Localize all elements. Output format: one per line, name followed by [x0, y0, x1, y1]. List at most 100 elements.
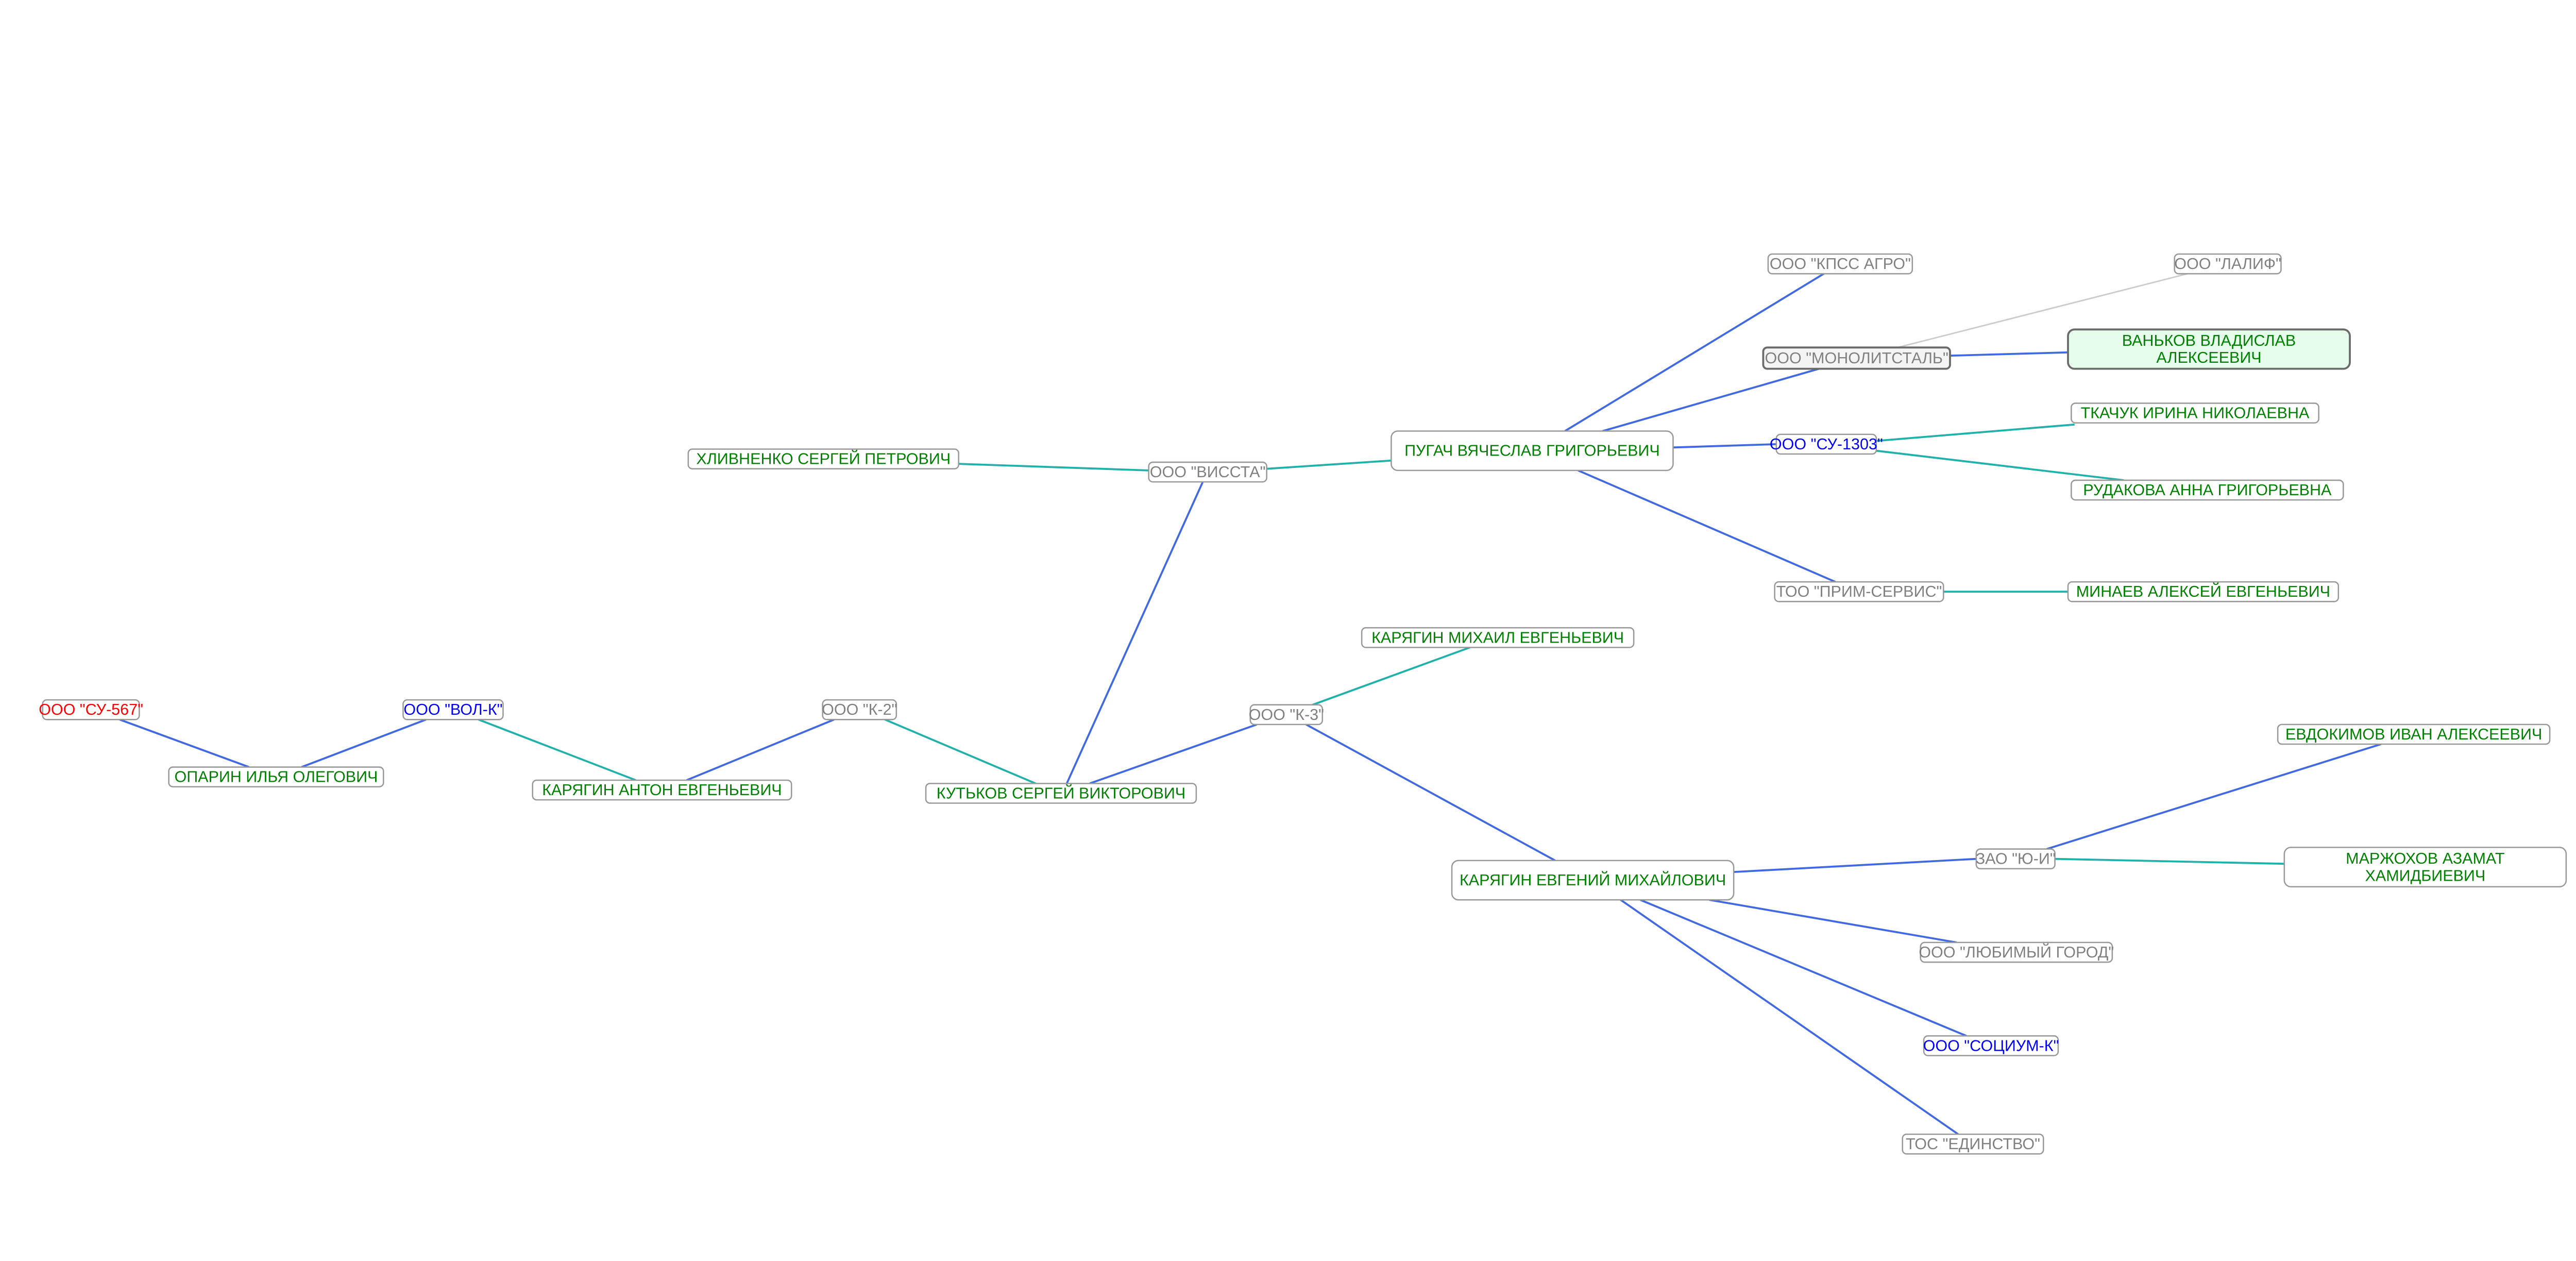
edge-evgeny-yui — [1734, 858, 1976, 873]
node-oparin[interactable]: ОПАРИН ИЛЬЯ ОЛЕГОВИЧ — [168, 766, 384, 787]
edge-yui-marzhokhov — [2055, 858, 2284, 865]
edge-evgeny-lyubimy — [1709, 899, 1957, 944]
edge-yui-evdokimov — [2046, 743, 2382, 850]
node-prim[interactable]: ТОО "ПРИМ-СЕРВИС" — [1774, 581, 1944, 602]
node-box — [2174, 253, 2282, 275]
node-label: РУДАКОВА АННА ГРИГОРЬЕВНА — [2083, 481, 2332, 499]
edge-k3-mikhail — [1312, 646, 1470, 706]
edge-k3-kutkov — [1089, 724, 1258, 785]
edge-monolit-vankov — [1950, 351, 2069, 357]
node-lyubimy[interactable]: ООО "ЛЮБИМЫЙ ГОРОД" — [1919, 941, 2114, 963]
node-box — [1902, 1133, 2044, 1155]
edge-k3-evgeny — [1306, 724, 1556, 862]
node-box — [925, 783, 1197, 804]
node-su567[interactable]: ООО "СУ-567" — [39, 699, 143, 720]
node-vissta[interactable]: ООО "ВИССТА" — [1148, 461, 1267, 483]
node-box — [1762, 346, 1951, 370]
node-box — [822, 699, 897, 720]
edge-vissta-kutkov — [1065, 481, 1204, 784]
node-label: ОПАРИН ИЛЬЯ ОЛЕГОВИЧ — [174, 768, 378, 786]
node-hlivnenko[interactable]: ХЛИВНЕНКО СЕРГЕЙ ПЕТРОВИЧ — [687, 448, 959, 469]
relationship-graph[interactable]: ООО "КПСС АГРО" ООО "ЛАЛИФ" ООО "МОНОЛИТСТ… — [0, 0, 2576, 1159]
edge-k2-kutkov — [884, 718, 1036, 785]
node-label: ЗАО "Ю-И" — [1976, 850, 2056, 868]
node-box — [1975, 848, 2056, 870]
node-k2[interactable]: ООО "К-2" — [822, 699, 897, 720]
node-kpss[interactable]: ООО "КПСС АГРО" — [1767, 253, 1913, 275]
node-evgeny[interactable]: КАРЯГИН ЕВГЕНИЙ МИХАЙЛОВИЧ — [1451, 860, 1735, 901]
edge-pugach-kpss — [1564, 273, 1825, 432]
edge-monolit-lalif — [1897, 273, 2188, 348]
node-label: ООО "К-3" — [1249, 706, 1324, 724]
edge-k2-anton — [686, 718, 835, 781]
node-lalif[interactable]: ООО "ЛАЛИФ" — [2174, 253, 2282, 275]
node-label: КАРЯГИН ЕВГЕНИЙ МИХАЙЛОВИЧ — [1460, 870, 1726, 889]
node-label: ООО "СУ-1303" — [1770, 435, 1883, 453]
node-box — [2071, 479, 2344, 501]
edge-su1303-tkachuk — [1876, 423, 2075, 442]
node-box — [1923, 1035, 2059, 1056]
node-label: ООО "К-2" — [822, 701, 897, 718]
node-box — [1148, 461, 1267, 483]
node-su1303[interactable]: ООО "СУ-1303" — [1770, 433, 1883, 455]
edge-pugach-monolit — [1602, 367, 1820, 432]
node-rudakova[interactable]: РУДАКОВА АННА ГРИГОРЬЕВНА — [2071, 479, 2344, 501]
node-label: КАРЯГИН МИХАИЛ ЕВГЕНЬЕВИЧ — [1371, 629, 1624, 646]
node-box — [1391, 430, 1674, 472]
node-volk[interactable]: ООО "ВОЛ-К" — [402, 699, 504, 720]
node-label: ВАНЬКОВ ВЛАДИСЛАВ — [2122, 332, 2296, 349]
node-pugach[interactable]: ПУГАЧ ВЯЧЕСЛАВ ГРИГОРЬЕВИЧ — [1391, 430, 1674, 472]
node-box — [1767, 253, 1913, 275]
node-minaev[interactable]: МИНАЕВ АЛЕКСЕЙ ЕВГЕНЬЕВИЧ — [2067, 581, 2340, 602]
edge-su567-oparin — [119, 718, 250, 768]
node-box — [1774, 581, 1944, 602]
edge-volk-anton — [478, 718, 636, 781]
node-evdokimov[interactable]: ЕВДОКИМОВ ИВАН АЛЕКСЕЕВИЧ — [2277, 724, 2551, 745]
node-label: ООО "ВИССТА" — [1150, 463, 1266, 481]
node-socium[interactable]: ООО "СОЦИУМ-К" — [1923, 1035, 2059, 1056]
edge-evgeny-socium — [1640, 899, 1967, 1037]
node-box — [1451, 860, 1735, 901]
node-box — [1920, 941, 2113, 963]
node-box — [1249, 704, 1324, 726]
node-label: МИНАЕВ АЛЕКСЕЙ ЕВГЕНЬЕВИЧ — [2076, 582, 2330, 600]
nodes-layer: ООО "КПСС АГРО" ООО "ЛАЛИФ" ООО "МОНОЛИТСТ… — [39, 253, 2567, 1155]
node-label: ООО "СОЦИУМ-К" — [1923, 1037, 2059, 1054]
node-yui[interactable]: ЗАО "Ю-И" — [1975, 848, 2056, 870]
node-kutkov[interactable]: КУТЬКОВ СЕРГЕЙ ВИКТОРОВИЧ — [925, 783, 1197, 804]
node-box — [42, 699, 140, 720]
node-label: ООО "ВОЛ-К" — [403, 701, 502, 718]
edge-pugach-su1303 — [1673, 443, 1776, 449]
node-box — [1775, 433, 1877, 455]
node-anton[interactable]: КАРЯГИН АНТОН ЕВГЕНЬЕВИЧ — [532, 779, 792, 801]
node-box — [2277, 724, 2551, 745]
node-mikhail[interactable]: КАРЯГИН МИХАИЛ ЕВГЕНЬЕВИЧ — [1361, 627, 1635, 648]
node-monolit[interactable]: ООО "МОНОЛИТСТАЛЬ" — [1762, 346, 1951, 370]
node-label: КАРЯГИН АНТОН ЕВГЕНЬЕВИЧ — [542, 781, 782, 799]
node-label: ЕВДОКИМОВ ИВАН АЛЕКСЕЕВИЧ — [2285, 726, 2543, 743]
node-box — [402, 699, 504, 720]
node-label: ТОО "ПРИМ-СЕРВИС" — [1776, 583, 1942, 600]
edge-vissta-pugach — [1266, 459, 1392, 470]
node-label: ООО "ЛЮБИМЫЙ ГОРОД" — [1919, 943, 2114, 961]
node-box — [532, 779, 792, 801]
node-label: ООО "СУ-567" — [39, 701, 143, 718]
node-label: ООО "ЛАЛИФ" — [2174, 255, 2281, 273]
node-label: ТКАЧУК ИРИНА НИКОЛАЕВНА — [2081, 405, 2310, 422]
edge-su1303-rudakova — [1876, 449, 2124, 481]
node-label: КУТЬКОВ СЕРГЕЙ ВИКТОРОВИЧ — [937, 783, 1185, 802]
node-box — [2067, 581, 2340, 602]
node-k3[interactable]: ООО "К-3" — [1249, 704, 1324, 726]
node-edinstvo[interactable]: ТОС "ЕДИНСТВО" — [1902, 1133, 2044, 1155]
node-box — [2071, 402, 2319, 424]
edges-layer — [119, 273, 2382, 1135]
node-tkachuk[interactable]: ТКАЧУК ИРИНА НИКОЛАЕВНА — [2071, 402, 2319, 424]
edge-volk-oparin — [301, 718, 427, 768]
node-label: ТОС "ЕДИНСТВО" — [1906, 1135, 2040, 1153]
node-box — [2283, 847, 2567, 888]
node-label: ООО "КПСС АГРО" — [1770, 255, 1911, 273]
node-box — [168, 766, 384, 787]
node-box — [1361, 627, 1635, 648]
